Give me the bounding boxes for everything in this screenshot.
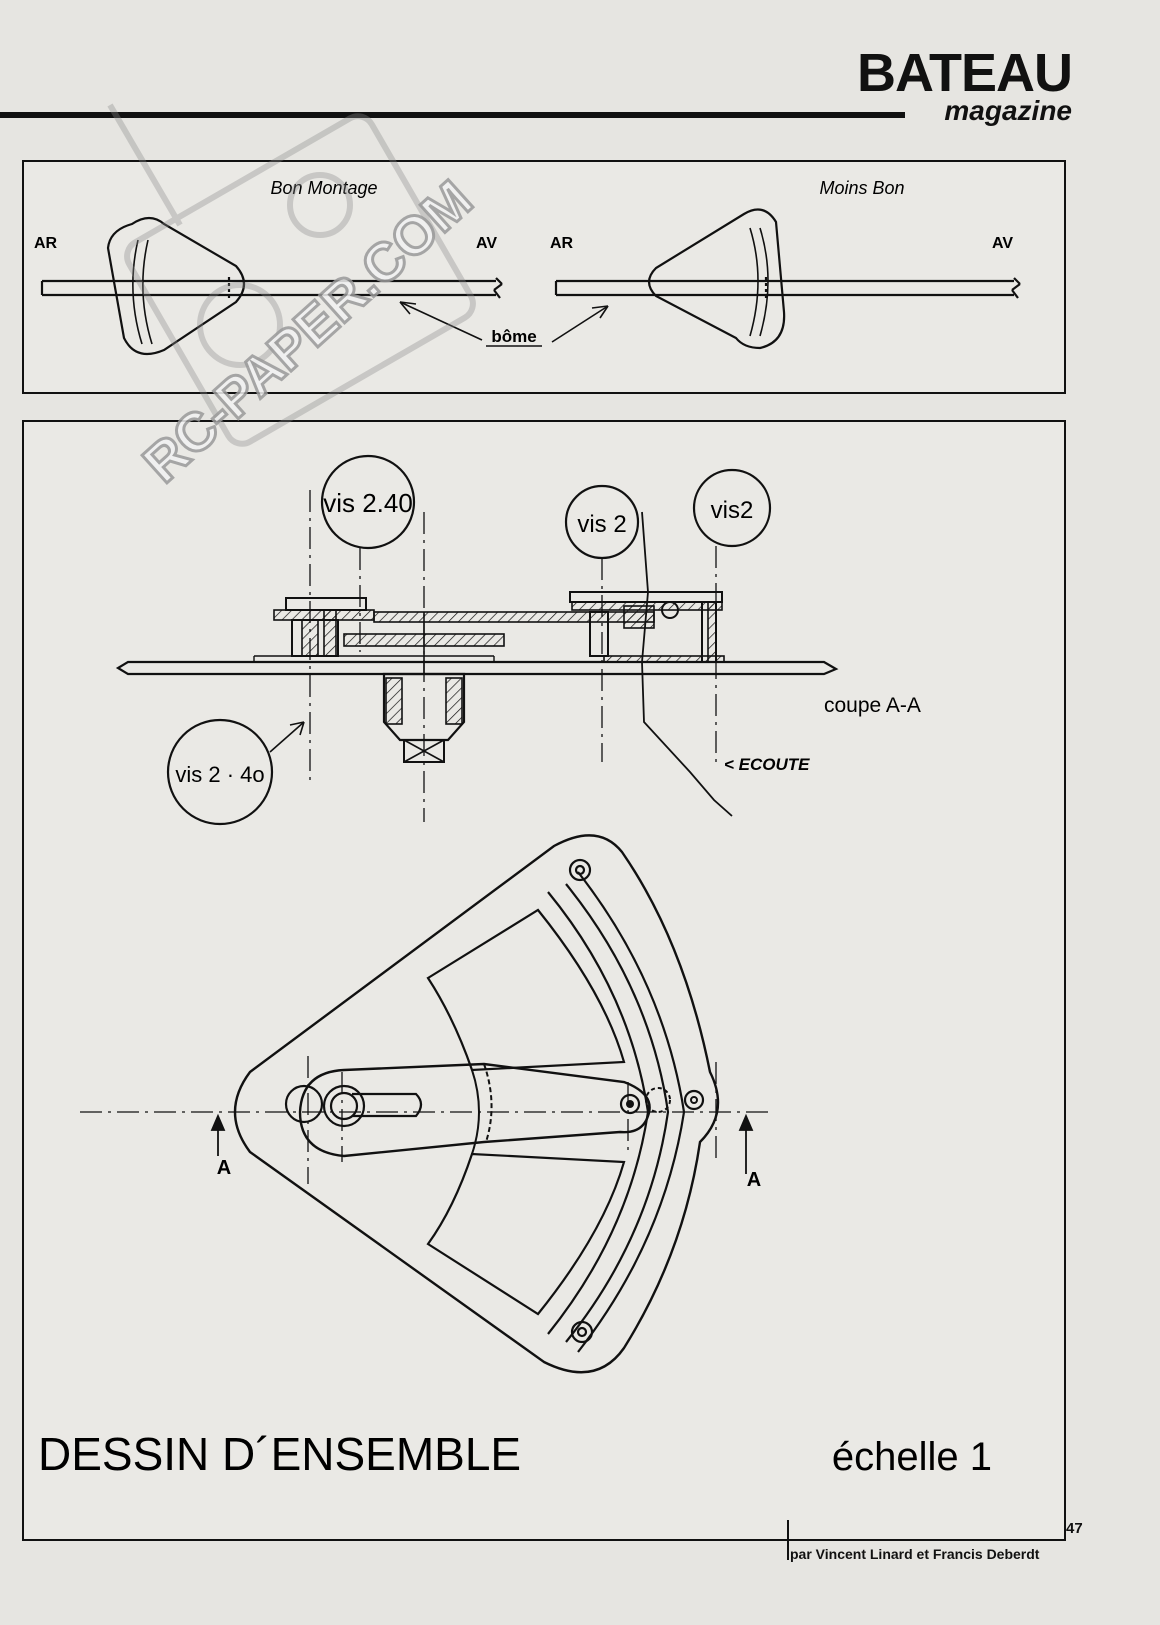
screw-label-top-right: vis2 [711,497,754,524]
drawing-scale: échelle 1 [832,1435,992,1479]
screw-callout-circle [166,718,274,826]
sheet-label: < ECOUTE [724,755,810,774]
author-credits: par Vincent Linard et Francis Deberdt [790,1546,1040,1562]
footer-rule [787,1520,789,1560]
assembly-drawing: vis 2.40 vis 2 vis2 vis 2 · 4o [38,454,992,1480]
brand-subtitle: magazine [944,95,1072,126]
section-mark-right: A [747,1169,761,1191]
front-label-left: AV [476,235,497,252]
drawing-title: DESSIN D´ENSEMBLE [38,1428,521,1480]
screw-label-top-middle: vis 2 [577,511,626,538]
front-label-right: AV [992,235,1013,252]
boom-label: bôme [491,327,536,346]
screw-label-top-left: vis 2.40 [323,488,413,518]
brand-title: BATEAU [857,43,1073,103]
bad-mounting-caption: Moins Bon [819,178,904,198]
lever-arm [298,1062,651,1158]
page-number: 47 [1066,1520,1083,1537]
screw-callout-circle [320,454,416,550]
section-mark-left: A [217,1157,231,1179]
assembly-drawing-panel: vis 2.40 vis 2 vis2 vis 2 · 4o [22,420,1066,1541]
magazine-logo: BATEAU magazine [857,43,1073,126]
rear-label-right: AR [550,235,574,252]
screw-label-bottom-left: vis 2 · 4o [175,762,264,787]
plan-view: A A [80,834,770,1374]
section-label: coupe A-A [824,694,921,717]
rear-label-left: AR [34,235,58,252]
section-view: vis 2.40 vis 2 vis2 vis 2 · 4o [115,454,921,826]
mounting-comparison-panel: Bon Montage Moins Bon AR AV AR AV bôme [22,160,1066,394]
mounting-comparison-drawing: Bon Montage Moins Bon AR AV AR AV bôme [34,178,1021,356]
header-rule [0,112,905,118]
screw-callout-circle [692,468,772,548]
good-mounting-caption: Bon Montage [270,178,377,198]
sector-plate [233,834,720,1374]
